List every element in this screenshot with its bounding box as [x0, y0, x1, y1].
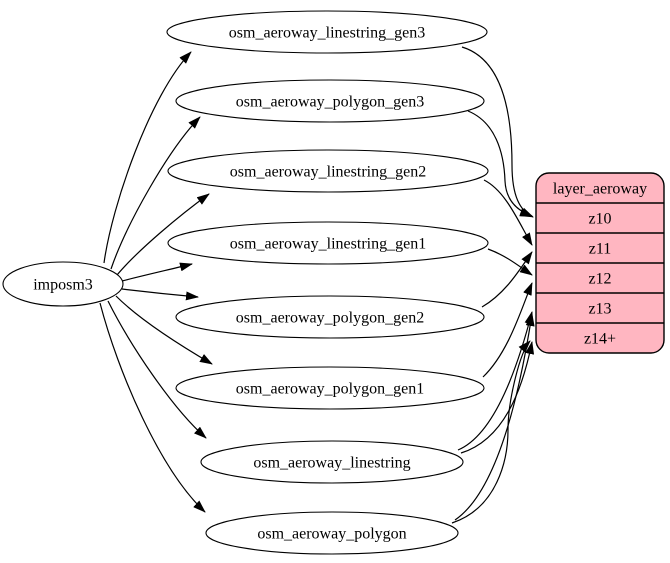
edge-osm-aeroway-linestring-to-z13: [457, 311, 534, 451]
table-node-osm-aeroway-polygon: osm_aeroway_polygon: [205, 511, 459, 555]
layer-row-label: z14+: [584, 331, 616, 348]
node-ellipse: [205, 511, 459, 555]
node-ellipse: [175, 366, 485, 410]
layer-row-label: z13: [588, 301, 611, 318]
node-label: osm_aeroway_linestring_gen3: [229, 25, 425, 42]
layer-table-node: layer_aeroway z10 z11 z12 z13 z14+: [535, 172, 665, 354]
node-ellipse: [175, 79, 485, 123]
edge-osm-aeroway-linestring-gen1-to-z12: [487, 248, 533, 276]
edge-imposm3-to-osm-aeroway-linestring-gen3: [103, 51, 192, 264]
layer-row-z14plus: z14+: [584, 331, 616, 348]
edge-imposm3-to-osm-aeroway-polygon-gen2: [121, 288, 199, 301]
edge-imposm3-to-osm-aeroway-linestring-gen2: [116, 193, 210, 276]
edge-osm-aeroway-polygon-gen2-to-z11: [481, 251, 533, 308]
table-node-osm-aeroway-polygon-gen2: osm_aeroway_polygon_gen2: [175, 295, 485, 339]
layer-row-z10: z10: [588, 211, 611, 228]
table-node-osm-aeroway-polygon-gen3: osm_aeroway_polygon_gen3: [175, 79, 485, 123]
layer-row-label: z12: [588, 271, 611, 288]
edge-imposm3-to-osm-aeroway-linestring: [107, 300, 207, 439]
layer-row-label: z10: [588, 211, 611, 228]
node-ellipse: [200, 440, 464, 484]
edge-osm-aeroway-polygon-gen3-to-z10: [467, 110, 533, 217]
node-label: osm_aeroway_polygon_gen3: [236, 94, 424, 111]
node-label: osm_aeroway_linestring_gen1: [230, 236, 426, 253]
node-ellipse: [2, 261, 124, 307]
node-ellipse: [167, 221, 489, 265]
layer-row-z13: z13: [588, 301, 611, 318]
edge-imposm3-to-osm-aeroway-polygon-gen1: [115, 295, 213, 365]
node-ellipse: [175, 295, 485, 339]
node-label: osm_aeroway_polygon_gen2: [236, 310, 424, 327]
node-label: osm_aeroway_polygon: [257, 526, 406, 543]
node-label: osm_aeroway_linestring: [253, 455, 410, 472]
edge-imposm3-to-osm-aeroway-polygon-gen3: [110, 116, 201, 270]
table-node-osm-aeroway-linestring-gen1: osm_aeroway_linestring_gen1: [167, 221, 489, 265]
table-node-osm-aeroway-linestring-gen3: osm_aeroway_linestring_gen3: [166, 10, 488, 54]
node-label: osm_aeroway_polygon_gen1: [236, 381, 424, 398]
layer-row-z12: z12: [588, 271, 611, 288]
edge-osm-aeroway-polygon-gen1-to-z12: [482, 282, 533, 378]
table-node-osm-aeroway-linestring-gen2: osm_aeroway_linestring_gen2: [167, 149, 489, 193]
edge-layer: [99, 46, 535, 524]
node-label: imposm3: [33, 277, 93, 294]
edge-osm-aeroway-linestring-to-z14plus: [460, 341, 535, 454]
layer-row-z11: z11: [589, 241, 612, 258]
edge-osm-aeroway-linestring-gen3-to-z10: [461, 46, 534, 218]
edge-imposm3-to-osm-aeroway-polygon: [99, 302, 206, 513]
node-ellipse: [166, 10, 488, 54]
node-layer: imposm3 osm_aeroway_linestring_gen3 osm_ae…: [2, 10, 489, 555]
edge-osm-aeroway-linestring-gen2-to-z11: [483, 179, 533, 246]
edge-imposm3-to-osm-aeroway-linestring-gen1: [121, 262, 193, 282]
layer-table-title: layer_aeroway: [553, 181, 647, 198]
source-node-imposm3: imposm3: [2, 261, 124, 307]
table-node-osm-aeroway-polygon-gen1: osm_aeroway_polygon_gen1: [175, 366, 485, 410]
node-ellipse: [167, 149, 489, 193]
edge-osm-aeroway-polygon-to-z14plus: [451, 340, 531, 524]
layer-row-label: z11: [589, 241, 612, 258]
node-label: osm_aeroway_linestring_gen2: [230, 164, 426, 181]
table-node-osm-aeroway-linestring: osm_aeroway_linestring: [200, 440, 464, 484]
